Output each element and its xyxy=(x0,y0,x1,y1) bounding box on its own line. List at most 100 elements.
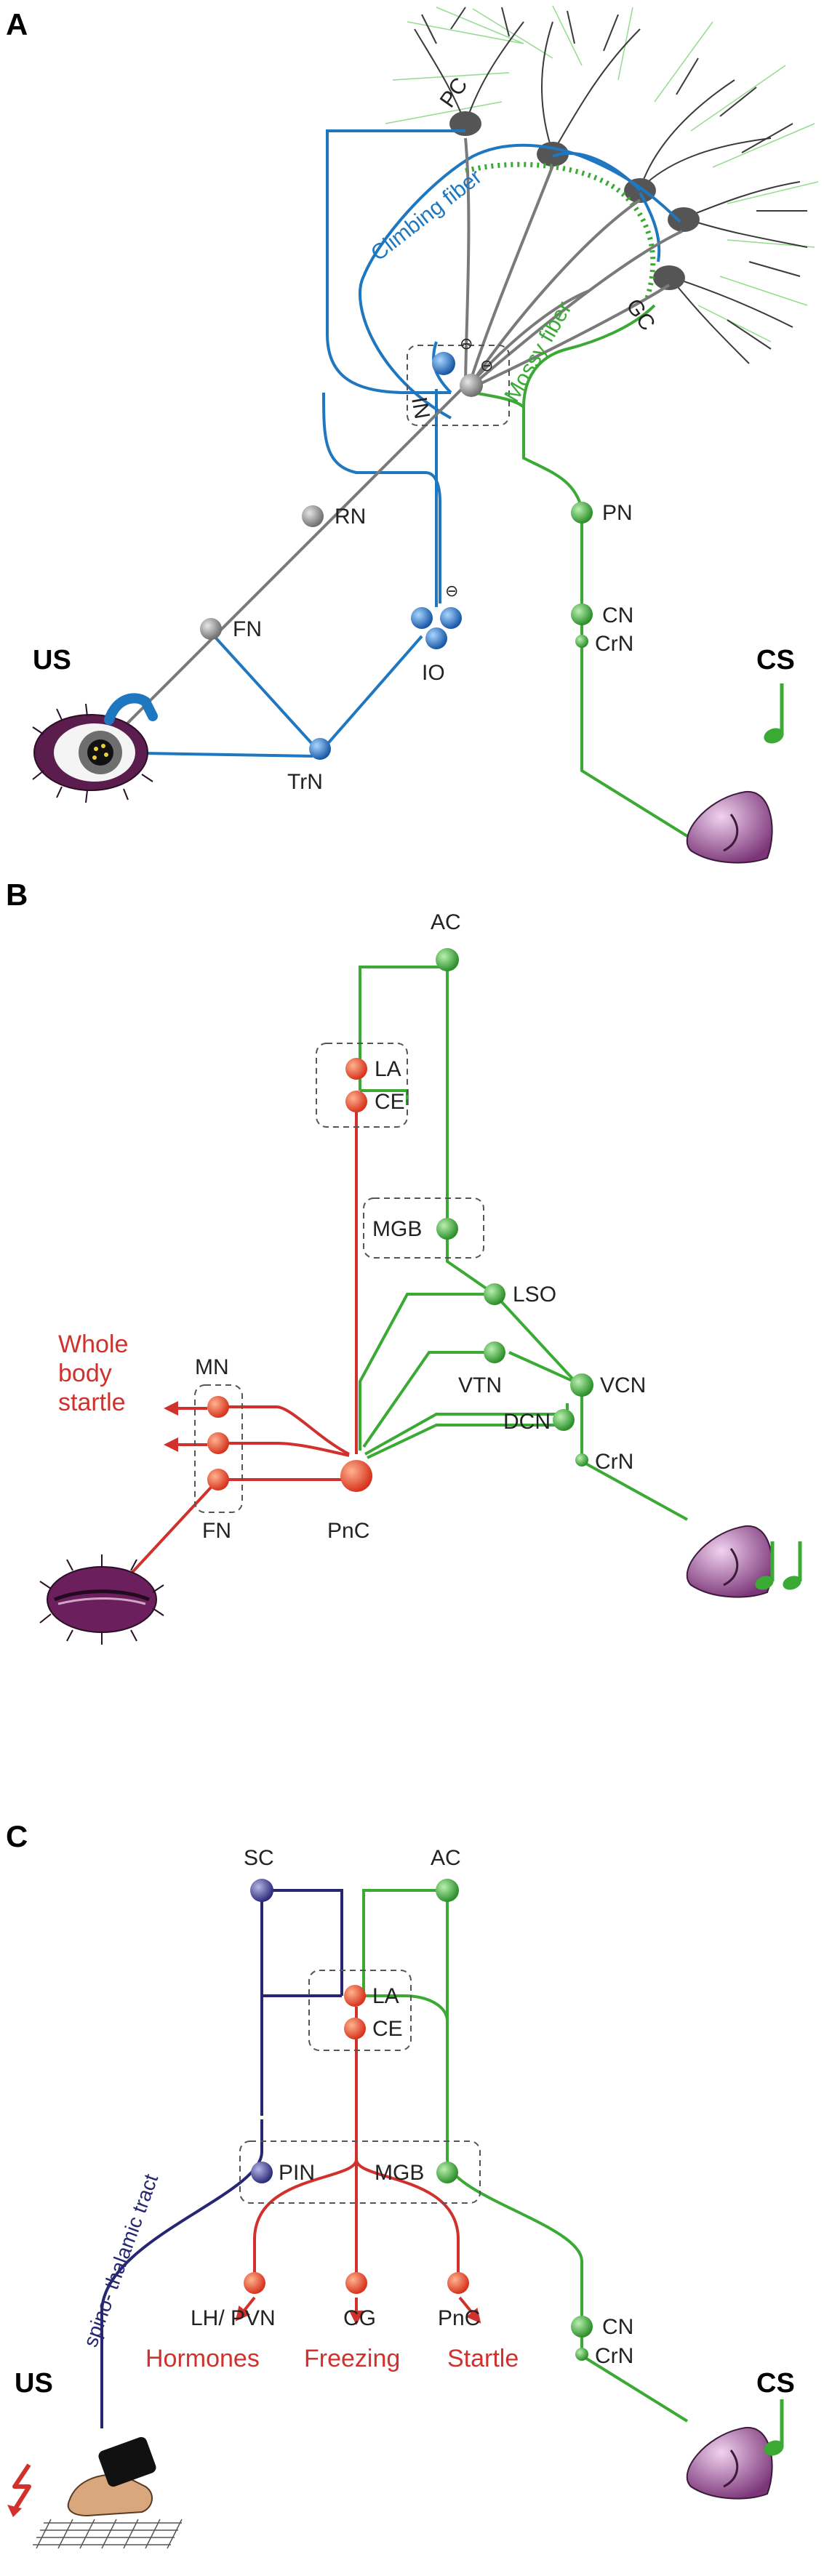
lso-neuron xyxy=(484,1283,505,1305)
ac-label: AC xyxy=(431,910,461,934)
lso-label: LSO xyxy=(513,1283,556,1307)
trn-neuron xyxy=(309,738,331,760)
mgb-label: MGB xyxy=(372,1217,422,1241)
gc-label: GC xyxy=(621,294,660,335)
fn-label: FN xyxy=(202,1519,231,1543)
inhibit-symbol: ⊖ xyxy=(445,582,458,601)
thalamus-box xyxy=(239,2140,481,2204)
lh-pvn-label: LH/ PVN xyxy=(191,2306,276,2330)
ce-neuron xyxy=(344,2018,366,2039)
sc-label: SC xyxy=(244,1846,274,1870)
hand-shock-icon xyxy=(7,2436,183,2549)
panel-a: A xyxy=(6,5,819,864)
fn-neuron xyxy=(200,618,222,640)
pn-neuron xyxy=(571,502,593,523)
cn-label: CN xyxy=(602,603,633,627)
ce-label: CE xyxy=(375,1090,405,1114)
pc-label: PC xyxy=(436,73,473,112)
mgb-box xyxy=(363,1197,484,1259)
pin-label: PIN xyxy=(279,2161,315,2185)
in-label: IN xyxy=(407,395,434,420)
inhibit-symbol: ⊖ xyxy=(460,335,473,353)
pnc-neuron xyxy=(340,1460,372,1492)
startle-label: Startle xyxy=(447,2345,519,2372)
vtn-label: VTN xyxy=(458,1373,502,1397)
rn-neuron xyxy=(302,505,324,527)
amygdala-box xyxy=(308,1970,412,2051)
eye-icon xyxy=(32,693,158,803)
io-label: IO xyxy=(422,661,445,685)
ac-neuron xyxy=(436,1879,459,1902)
la-label: LA xyxy=(372,1984,399,2008)
sc-neuron xyxy=(250,1879,273,1902)
startle-label-line-1: Whole xyxy=(58,1331,128,1358)
pnc-neuron xyxy=(447,2272,469,2294)
panel-c: C SC AC LA xyxy=(6,1819,795,2549)
mn-label: MN xyxy=(195,1355,229,1379)
closed-eye-icon xyxy=(39,1554,164,1645)
la-neuron xyxy=(345,1058,367,1080)
music-note-icon xyxy=(764,683,784,744)
crn-label: CrN xyxy=(595,632,633,656)
mn-fn-box xyxy=(194,1384,243,1513)
ac-label: AC xyxy=(431,1846,461,1870)
mn-neuron-1 xyxy=(207,1396,229,1418)
pnc-label: PnC xyxy=(327,1519,369,1543)
cn-neuron xyxy=(571,2316,593,2338)
startle-label-line-3: startle xyxy=(58,1389,126,1416)
mn-neuron-2 xyxy=(207,1432,229,1454)
amygdala-box xyxy=(316,1043,408,1128)
pnc-label: PnC xyxy=(438,2306,480,2330)
ce-label: CE xyxy=(372,2017,403,2041)
us-label: US xyxy=(15,2368,53,2399)
in-gray-neuron xyxy=(460,374,483,397)
panel-a-letter: A xyxy=(6,7,28,41)
dcn-label: DCN xyxy=(503,1410,551,1434)
ac-neuron xyxy=(436,948,459,971)
in-blue-neuron xyxy=(432,352,455,375)
hormones-label: Hormones xyxy=(145,2345,260,2372)
crn-neuron xyxy=(575,1453,588,1466)
pn-label: PN xyxy=(602,501,633,525)
crn-label: CrN xyxy=(595,1450,633,1474)
panel-c-letter: C xyxy=(6,1819,28,1853)
cs-label: CS xyxy=(756,2368,795,2399)
ce-neuron xyxy=(345,1091,367,1112)
startle-label-line-2: body xyxy=(58,1360,112,1387)
la-label: LA xyxy=(375,1057,401,1081)
spinothalamic-tract-label: spino- thalamic tract xyxy=(79,2171,163,2350)
cg-label: CG xyxy=(343,2306,376,2330)
io-neuron-cluster xyxy=(411,607,462,649)
double-music-note-icon xyxy=(755,1541,802,1590)
mgb-neuron xyxy=(436,2162,458,2183)
crn-neuron xyxy=(575,2348,588,2361)
ear-icon xyxy=(686,2426,773,2500)
cn-neuron xyxy=(571,603,593,625)
la-neuron xyxy=(344,1985,366,2007)
cg-neuron xyxy=(345,2272,367,2294)
in-box xyxy=(407,345,510,426)
vcn-label: VCN xyxy=(600,1373,646,1397)
crn-neuron xyxy=(575,635,588,648)
music-note-icon xyxy=(764,2399,784,2456)
trn-label: TrN xyxy=(287,770,323,794)
fn-label: FN xyxy=(233,617,262,641)
vcn-neuron xyxy=(570,1373,593,1397)
inhibit-symbol: ⊖ xyxy=(480,357,493,375)
fn-neuron xyxy=(207,1469,229,1490)
us-label: US xyxy=(33,645,71,675)
mgb-label: MGB xyxy=(375,2161,424,2185)
panel-b: B AC xyxy=(6,878,802,1645)
ear-icon xyxy=(686,790,773,864)
lh-pvn-neuron xyxy=(244,2272,265,2294)
cs-label: CS xyxy=(756,645,795,675)
rn-label: RN xyxy=(335,505,366,529)
ear-icon xyxy=(686,1525,773,1598)
cn-label: CN xyxy=(602,2315,633,2339)
panel-b-letter: B xyxy=(6,878,28,912)
crn-label: CrN xyxy=(595,2344,633,2368)
vtn-neuron xyxy=(484,1341,505,1363)
freezing-label: Freezing xyxy=(304,2345,400,2372)
mgb-neuron xyxy=(436,1218,458,1240)
